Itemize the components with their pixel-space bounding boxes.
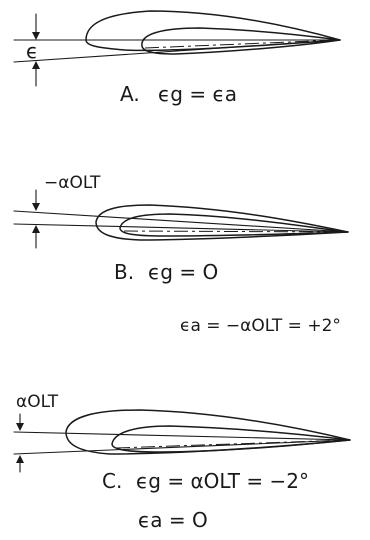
panel-a-equation: ϵg = ϵa <box>158 82 237 106</box>
panel-c-angle-label: αOLT <box>16 392 59 412</box>
panel-b-angle-label: −αOLT <box>44 173 101 193</box>
panel-a-tip-airfoil <box>141 27 341 55</box>
panel-b-tip-airfoil <box>119 213 349 237</box>
panel-b-tip-chord <box>123 230 347 233</box>
panel-c-equation-aerodynamic: ϵa = O <box>138 508 208 532</box>
panel-c-equation-geometric: ϵg = αOLT = −2° <box>136 469 309 493</box>
panel-b-equation-geometric: ϵg = O <box>148 260 218 284</box>
panel-c-tip-airfoil <box>111 425 351 453</box>
panel-b-arrow-top-head <box>32 203 40 211</box>
panel-b: −αOLT B. ϵg = O ϵa = −αOLT = +2° <box>13 173 349 336</box>
panel-b-arrow-bottom-head <box>32 225 40 233</box>
panel-a-tip-chord <box>144 39 339 49</box>
panel-c-root-airfoil <box>65 409 351 455</box>
panel-a-arrow-bottom-head <box>32 61 40 69</box>
panel-a-angle-label: ϵ <box>26 39 38 63</box>
panel-c-arrow-top-head <box>16 423 24 431</box>
panel-b-chord-extension-line <box>13 223 349 233</box>
panel-c-letter: C. <box>102 469 122 493</box>
panel-b-equation-aerodynamic: ϵa = −αOLT = +2° <box>180 316 341 336</box>
panel-b-reference-line <box>13 210 349 233</box>
panel-a-arrow-top-head <box>32 32 40 40</box>
panel-a-letter: A. <box>120 82 140 106</box>
panel-c: αOLT C. ϵg = αOLT = −2° ϵa = O <box>13 392 351 532</box>
panel-c-tip-chord <box>115 439 349 449</box>
panel-a: ϵ A. ϵg = ϵa <box>13 10 341 106</box>
panel-c-arrow-bottom-head <box>16 455 24 463</box>
panel-c-reference-line <box>13 431 351 441</box>
panel-b-letter: B. <box>114 260 134 284</box>
